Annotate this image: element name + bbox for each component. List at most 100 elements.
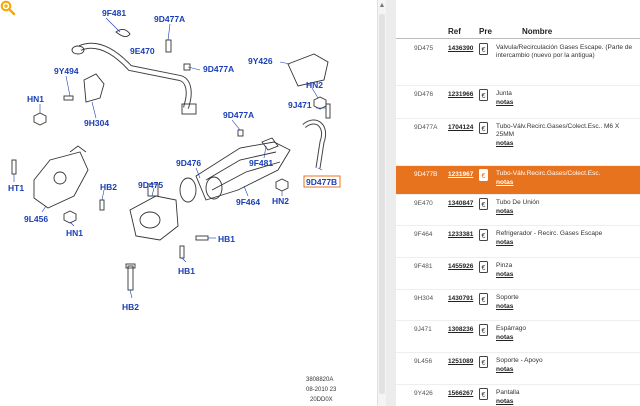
table-row[interactable]: 9F481 1455926 € Pinza notas xyxy=(396,258,640,290)
notas-link[interactable]: notas xyxy=(496,271,514,278)
notas-link[interactable]: notas xyxy=(496,99,514,106)
part-ref-link[interactable]: 1340847 xyxy=(448,200,474,207)
callout-hb1-right[interactable]: HB1 xyxy=(218,234,235,244)
part-code: 9D475 xyxy=(414,45,434,52)
callout-9f481-top[interactable]: 9F481 xyxy=(102,8,126,18)
part-ref-link[interactable]: 1251089 xyxy=(448,358,474,365)
notas-link[interactable]: notas xyxy=(496,208,514,215)
price-tag-icon[interactable]: € xyxy=(479,261,488,273)
part-code: 9F481 xyxy=(414,263,433,270)
price-tag-icon[interactable]: € xyxy=(479,89,488,101)
price-tag-icon[interactable]: € xyxy=(479,324,488,336)
part-ref-link[interactable]: 1231967 xyxy=(448,171,474,178)
part-code: 9H304 xyxy=(414,295,434,302)
price-tag-icon[interactable]: € xyxy=(479,122,488,134)
table-row[interactable]: 9H304 1430791 € Soporte notas xyxy=(396,290,640,321)
part-code: 9J471 xyxy=(414,326,432,333)
part-code: 9L456 xyxy=(414,358,433,365)
part-description: Soporte xyxy=(496,294,519,301)
part-description: Tubo-Válv.Recirc.Gases/Colect.Esc. xyxy=(496,170,601,177)
notas-link[interactable]: notas xyxy=(496,179,514,186)
header-ref: Ref xyxy=(448,27,461,36)
table-row[interactable]: 9D475 1436390 € Valvula/Recirculación Ga… xyxy=(396,40,640,86)
part-ref-link[interactable]: 1455926 xyxy=(448,263,474,270)
part-description: Valvula/Recirculación Gases Escape. (Par… xyxy=(496,44,633,59)
price-tag-icon[interactable]: € xyxy=(479,43,488,55)
svg-text:€: € xyxy=(482,328,486,335)
part-ref-link[interactable]: 1704124 xyxy=(448,124,474,131)
callout-9l456[interactable]: 9L456 xyxy=(24,214,48,224)
price-tag-icon[interactable]: € xyxy=(479,293,488,305)
price-tag-icon[interactable]: € xyxy=(479,356,488,368)
part-code: 9D476 xyxy=(414,91,434,98)
callout-9y494[interactable]: 9Y494 xyxy=(54,66,79,76)
table-row[interactable]: 9D477A 1704124 € Tubo-Válv.Recirc.Gases/… xyxy=(396,119,640,166)
scroll-up-arrow-icon[interactable]: ▲ xyxy=(378,2,386,9)
price-tag-icon[interactable]: € xyxy=(479,229,488,241)
callout-9d475[interactable]: 9D475 xyxy=(138,180,163,190)
callout-9y426[interactable]: 9Y426 xyxy=(248,56,273,66)
diagram-scrollbar[interactable]: ▲ xyxy=(377,0,386,406)
price-tag-icon[interactable]: € xyxy=(479,169,488,181)
part-code: 9E470 xyxy=(414,200,433,207)
callout-hn1-top[interactable]: HN1 xyxy=(27,94,44,104)
part-ref-link[interactable]: 1566267 xyxy=(448,390,474,397)
header-pre: Pre xyxy=(479,27,492,36)
part-description: Pinza xyxy=(496,262,513,269)
callout-9d477a-top[interactable]: 9D477A xyxy=(154,14,185,24)
parts-list-panel: Ref Pre Nombre 9D475 1436390 € Valvula/R… xyxy=(396,0,640,406)
callout-9f464[interactable]: 9F464 xyxy=(236,197,260,207)
svg-text:€: € xyxy=(482,297,486,304)
callout-9d477a-cooler[interactable]: 9D477A xyxy=(223,110,254,120)
svg-text:€: € xyxy=(482,202,486,209)
callout-hn2-cooler[interactable]: HN2 xyxy=(272,196,289,206)
part-ref-link[interactable]: 1436390 xyxy=(448,45,474,52)
price-tag-icon[interactable]: € xyxy=(479,388,488,400)
notas-link[interactable]: notas xyxy=(496,398,514,405)
table-header: Ref Pre Nombre xyxy=(396,25,640,39)
part-description: Pantalla xyxy=(496,389,520,396)
svg-text:€: € xyxy=(482,233,486,240)
table-row[interactable]: 9E470 1340847 € Tubo De Unión notas xyxy=(396,195,640,226)
drawing-ref-number: 3808820A xyxy=(306,377,333,383)
svg-text:€: € xyxy=(482,392,486,399)
callout-9d476[interactable]: 9D476 xyxy=(176,158,201,168)
part-ref-link[interactable]: 1308236 xyxy=(448,326,474,333)
zoom-icon[interactable] xyxy=(0,0,16,16)
scroll-thumb[interactable] xyxy=(379,14,385,394)
part-ref-link[interactable]: 1430791 xyxy=(448,295,474,302)
part-code: 9D477B xyxy=(414,171,438,178)
table-row-selected[interactable]: 9D477B 1231967 € Tubo-Válv.Recirc.Gases/… xyxy=(396,166,640,195)
callout-hb2-bottom[interactable]: HB2 xyxy=(122,302,139,312)
callout-hb1-bottom[interactable]: HB1 xyxy=(178,266,195,276)
callout-9e470[interactable]: 9E470 xyxy=(130,46,155,56)
price-tag-icon[interactable]: € xyxy=(479,198,488,210)
notas-link[interactable]: notas xyxy=(496,140,514,147)
callout-9h304[interactable]: 9H304 xyxy=(84,118,109,128)
notas-link[interactable]: notas xyxy=(496,303,514,310)
callout-9d477b[interactable]: 9D477B xyxy=(306,177,337,187)
callout-9j471[interactable]: 9J471 xyxy=(288,100,312,110)
notas-link[interactable]: notas xyxy=(496,239,514,246)
part-description: Tubo De Unión xyxy=(496,199,540,206)
part-ref-link[interactable]: 1231966 xyxy=(448,91,474,98)
callout-hn2-right[interactable]: HN2 xyxy=(306,80,323,90)
callout-9d477a-mid[interactable]: 9D477A xyxy=(203,64,234,74)
header-nombre: Nombre xyxy=(522,27,553,36)
callout-9f481-cooler[interactable]: 9F481 xyxy=(249,158,273,168)
notas-link[interactable]: notas xyxy=(496,366,514,373)
callout-hn1-bottom[interactable]: HN1 xyxy=(66,228,83,238)
callout-hb2-left[interactable]: HB2 xyxy=(100,182,117,192)
part-ref-link[interactable]: 1233381 xyxy=(448,231,474,238)
table-row[interactable]: 9F464 1233381 € Refrigerador - Recirc. G… xyxy=(396,226,640,258)
svg-text:€: € xyxy=(482,173,486,180)
callout-ht1[interactable]: HT1 xyxy=(8,183,24,193)
part-description: Tubo-Válv.Recirc.Gases/Colect.Esc.. M6 X… xyxy=(496,123,620,138)
notas-link[interactable]: notas xyxy=(496,334,514,341)
part-description: Refrigerador - Recirc. Gases Escape xyxy=(496,230,603,237)
drawing-date: 08-2010 23 xyxy=(306,387,337,393)
